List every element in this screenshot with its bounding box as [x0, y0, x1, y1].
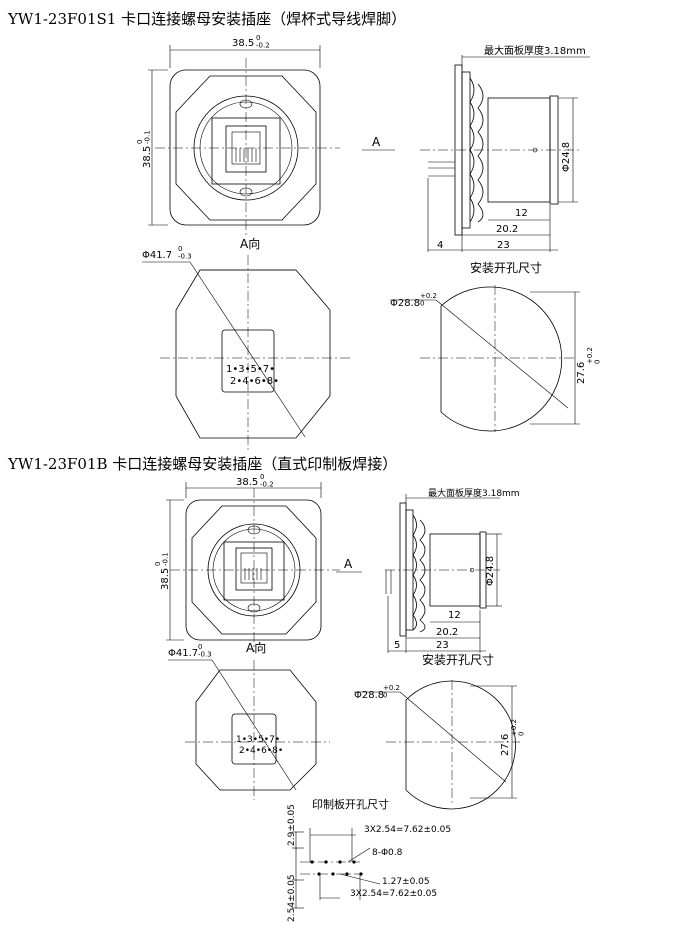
s2-dim-left: 5: [394, 640, 400, 651]
s1-view-label: A向: [240, 236, 260, 251]
s1-front-width: 38.5: [232, 38, 254, 49]
s1-dim-20-2: 20.2: [496, 224, 518, 235]
pcb-hole: [310, 860, 314, 864]
s1-outer-dia: Φ41.7: [142, 250, 172, 261]
s2-pcb-holes-label: 8-Φ0.8: [372, 848, 403, 858]
s1-outer-dia-tol: 0-0.3: [178, 245, 192, 261]
pcb-hole: [352, 860, 356, 864]
s2-dim-20-2: 20.2: [436, 627, 458, 638]
s2-pins-row2: 2•4•6•8•: [239, 746, 283, 756]
section2-drawings: 38.5 0-0.2 38.5 0-0.1 A: [154, 473, 526, 922]
s1-body-dia: Φ24.8: [561, 142, 572, 172]
s1-cutout: [390, 285, 580, 432]
s2-view-label: A向: [246, 640, 266, 655]
s2-cutout-flat-tol: +0.20: [510, 719, 526, 736]
s2-cutout: [354, 680, 520, 810]
s1-front-view: [148, 45, 340, 238]
pcb-hole: [317, 872, 321, 876]
s1-front-width-tol: 0-0.2: [256, 34, 270, 50]
s2-panel-note: 最大面板厚度3.18mm: [428, 487, 520, 499]
s2-dim-23: 23: [436, 640, 449, 651]
s2-cutout-title: 安装开孔尺寸: [422, 652, 494, 667]
s2-cutout-flat: 27.6: [500, 734, 511, 756]
pcb-hole: [338, 860, 342, 864]
s1-front-height-tol: 0-0.1: [136, 130, 152, 144]
s2-pcb-top-v: 2.9±0.05: [287, 804, 297, 846]
s1-pins-row2: 2•4•6•8•: [230, 376, 279, 387]
s2-pcb-bottom-h: 3X2.54=7.62±0.05: [350, 889, 437, 899]
s2-pcb-pattern: [292, 828, 381, 909]
s2-cutout-dia: Φ28.8: [354, 690, 384, 701]
s2-pcb-top-h: 3X2.54=7.62±0.05: [364, 825, 451, 835]
section1-drawings: 38.5 0-0.2 38.5 0-0.1 A: [136, 34, 602, 452]
s1-dim-12: 12: [515, 208, 528, 219]
s2-side-view: [385, 494, 502, 653]
pcb-hole: [345, 872, 349, 876]
s2-pcb-pitch: 1.27±0.05: [382, 877, 430, 887]
s2-front-width: 38.5: [236, 477, 258, 488]
s1-cutout-flat: 27.6: [576, 362, 587, 384]
s1-cutout-title: 安装开孔尺寸: [470, 260, 542, 275]
s2-a-view: [168, 659, 330, 800]
s2-pcb-title: 印制板开孔尺寸: [312, 797, 389, 811]
s2-pins-row1: 1•3•5•7•: [236, 735, 280, 745]
s1-cutout-dia: Φ28.8: [390, 298, 420, 309]
s2-pcb-bottom-v: 2.54±0.05: [287, 874, 297, 922]
s1-dim-left: 4: [437, 240, 443, 251]
section2-title: YW1-23F01B 卡口连接螺母安装插座（直式印制板焊接）: [8, 455, 398, 473]
s1-side-view: [420, 55, 590, 252]
s1-cutout-flat-tol: +0.20: [586, 347, 602, 364]
s1-dim-23: 23: [497, 240, 510, 251]
s2-front-view: [166, 482, 340, 652]
s2-front-width-tol: 0-0.2: [260, 473, 274, 489]
pcb-hole: [324, 860, 328, 864]
pcb-hole: [331, 872, 335, 876]
s2-outer-dia-tol: 0-0.3: [198, 643, 212, 659]
s1-view-arrow: A: [372, 135, 381, 149]
section1-title: YW1-23F01S1 卡口连接螺母安装插座（焊杯式导线焊脚）: [8, 10, 407, 28]
s2-dim-12: 12: [448, 610, 461, 621]
s2-outer-dia: Φ41.7: [168, 648, 198, 659]
s2-body-dia: Φ24.8: [485, 556, 496, 586]
s2-view-arrow: A: [344, 557, 353, 571]
s1-panel-note: 最大面板厚度3.18mm: [484, 44, 586, 57]
pcb-hole: [359, 872, 363, 876]
s1-a-view: [142, 255, 350, 452]
s2-front-height-tol: 0-0.1: [154, 552, 170, 566]
s1-front-height: 38.5: [142, 146, 153, 168]
s1-pins-row1: 1•3•5•7•: [226, 364, 275, 375]
s2-front-height: 38.5: [160, 568, 171, 590]
s2-pcb-holes: [310, 860, 363, 876]
